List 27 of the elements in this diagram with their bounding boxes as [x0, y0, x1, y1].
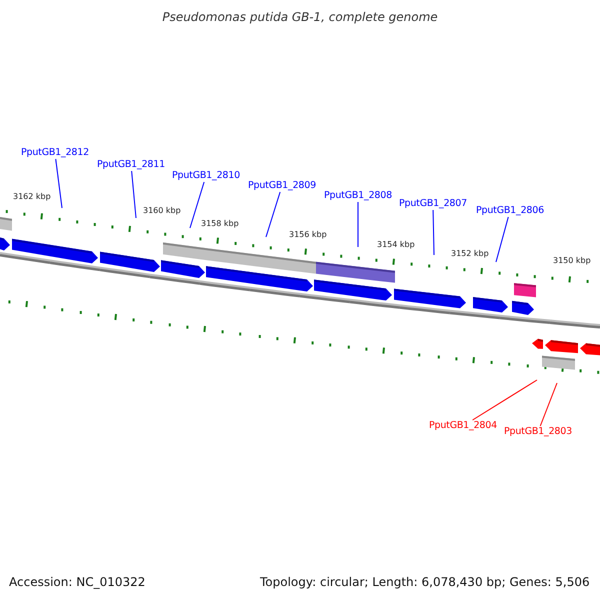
scale-label: 3158 kbp — [201, 219, 239, 228]
gene-label: PputGB1_2803 — [504, 426, 572, 438]
scale-label: 3160 kbp — [143, 206, 181, 215]
leader-line — [472, 380, 538, 420]
gene-label: PputGB1_2807 — [399, 198, 467, 210]
leader-line — [190, 182, 205, 228]
gene-label: PputGB1_2804 — [429, 420, 497, 432]
scale-label: 3156 kbp — [289, 230, 327, 239]
leader-line — [496, 216, 509, 262]
chart-title: Pseudomonas putida GB-1, complete genome — [161, 10, 439, 24]
scale-label: 3154 kbp — [377, 240, 415, 249]
scale-label: 3162 kbp — [13, 192, 51, 201]
accession-text: Accession: NC_010322 — [9, 575, 146, 589]
leader-line — [432, 210, 434, 256]
scale-label: 3150 kbp — [553, 256, 591, 265]
gene-label: PputGB1_2808 — [324, 190, 392, 202]
leader-line — [131, 170, 136, 218]
gene-label: PputGB1_2806 — [476, 205, 544, 217]
gene-label: PputGB1_2812 — [21, 147, 89, 159]
gene-label: PputGB1_2810 — [172, 170, 240, 182]
leader-line — [55, 158, 62, 208]
genome-summary-text: Topology: circular; Length: 6,078,430 bp; Genes: 5,506 — [260, 575, 590, 589]
gene-label: PputGB1_2811 — [97, 159, 165, 171]
scale-label: 3152 kbp — [451, 249, 489, 258]
gene-label: PputGB1_2809 — [248, 180, 316, 192]
leader-line — [540, 382, 558, 426]
leader-line — [266, 192, 281, 238]
